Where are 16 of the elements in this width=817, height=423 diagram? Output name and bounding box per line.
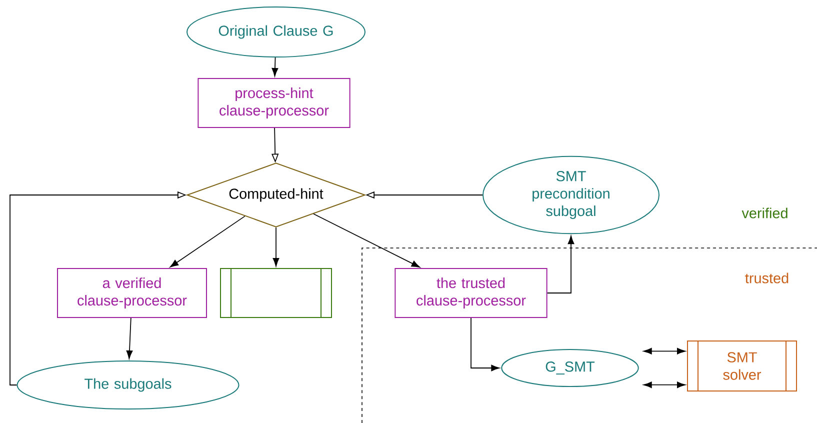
arrow	[643, 382, 686, 388]
arrow	[272, 227, 280, 266]
arrow	[546, 236, 574, 294]
arrow	[313, 213, 420, 268]
subprocess-box	[220, 268, 332, 318]
arrow	[643, 348, 686, 354]
arrow	[126, 318, 133, 359]
arrow	[170, 216, 246, 268]
subprocess-box: SMT solver	[687, 340, 797, 392]
process-box: process-hint clause-processor	[198, 78, 350, 128]
process-box: the trusted clause-processor	[394, 268, 548, 318]
region-label: verified	[742, 208, 788, 218]
process-box: a verified clause-processor	[57, 268, 207, 318]
region-label: trusted	[745, 272, 788, 284]
arrow	[470, 318, 500, 372]
arrow	[272, 57, 278, 76]
